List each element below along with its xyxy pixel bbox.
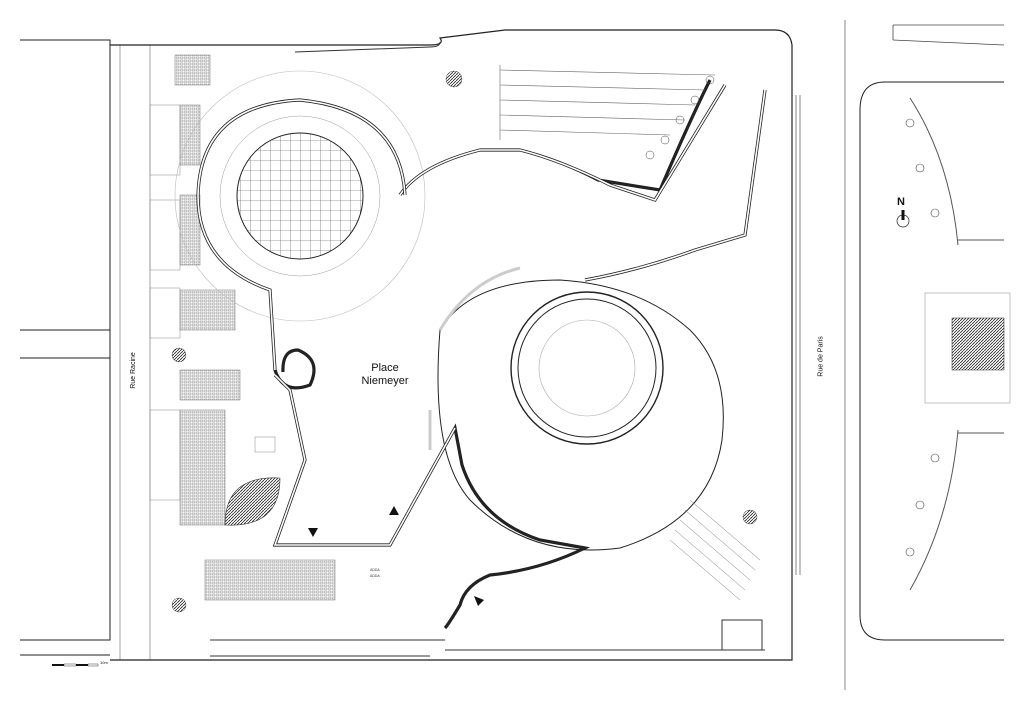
north-arrow-icon — [896, 210, 910, 228]
plaza-zigzag-wall-inner — [273, 374, 456, 546]
northeast-road — [892, 24, 1005, 46]
east-block — [859, 81, 1011, 641]
dome-building-west — [174, 70, 426, 322]
place-label-line-2: Niemeyer — [361, 375, 409, 387]
small-annotation-1: ADDA — [370, 568, 380, 572]
rue-racine-label: Rue Racine — [129, 352, 137, 389]
scale-bar — [52, 663, 99, 667]
volcano-building — [428, 266, 724, 551]
scale-label: 10m — [100, 660, 108, 665]
dome-ramp-ring-inner — [197, 99, 406, 371]
west-furniture — [174, 54, 336, 601]
amphitheatre-posts — [645, 75, 715, 160]
leaf-planter — [224, 477, 281, 526]
ramp-wall-inner — [399, 84, 726, 201]
east-stairs — [669, 499, 761, 601]
plaza-zigzag-wall — [272, 373, 591, 630]
entrance-arrow-icon-3 — [474, 596, 484, 606]
rue-de-paris-edge — [795, 20, 846, 690]
east-hatched-slab — [951, 317, 1005, 371]
tree-grate-2 — [171, 597, 187, 613]
tree-grate-4 — [742, 509, 758, 525]
ramp-wall-main — [398, 79, 727, 202]
rue-de-paris-label: Rue de Paris — [817, 336, 825, 377]
north-label: N — [897, 196, 905, 208]
west-building-outline — [20, 39, 111, 656]
volcano-ramp-inner — [584, 89, 766, 281]
west-blank-panels — [149, 104, 276, 501]
tree-grate-3 — [445, 70, 463, 88]
place-niemeyer-label: Place Niemeyer — [345, 362, 425, 388]
square-boundary — [110, 29, 793, 661]
place-label-line-1: Place — [371, 362, 399, 374]
amphitheatre-benches — [499, 65, 716, 140]
tree-grate-1 — [171, 347, 187, 363]
top-walkway — [294, 41, 441, 53]
entrance-arrow-icon-2 — [389, 506, 399, 515]
entrance-arrow-icon-1 — [308, 528, 318, 537]
small-annotation-2: ADDA — [370, 574, 380, 578]
east-trees — [905, 118, 940, 557]
south-walkway — [210, 619, 765, 657]
